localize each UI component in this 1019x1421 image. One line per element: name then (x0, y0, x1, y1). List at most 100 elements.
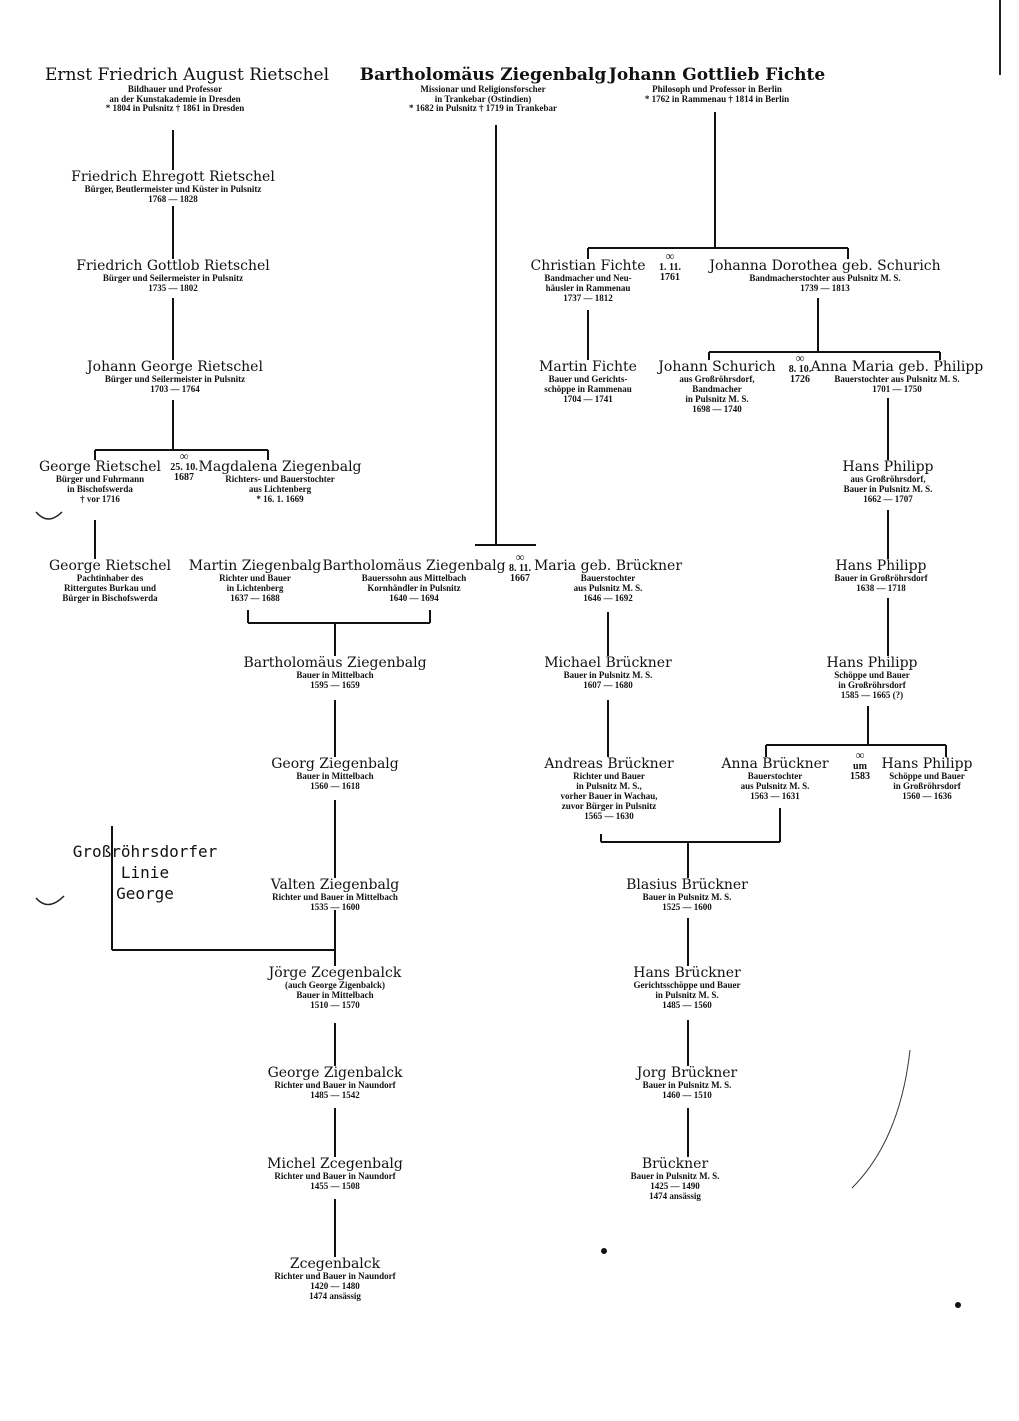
person-detail: 1638 — 1718 (856, 583, 906, 594)
marriage-date: 25. 10. (170, 461, 198, 473)
person-detail: Bauerstochter aus Pulsnitz M. S. (834, 374, 960, 385)
person-name: Johanna Dorothea geb. Schurich (709, 258, 941, 274)
person-detail: 1735 — 1802 (148, 283, 198, 294)
marriage-date: 1. 11. (659, 261, 681, 273)
marriage-symbol: ∞ (855, 748, 865, 762)
person-detail: 1563 — 1631 (750, 791, 800, 802)
person-detail: in Bischofswerda (67, 484, 133, 495)
person-detail: 1425 — 1490 (650, 1181, 700, 1192)
person-detail: zuvor Bürger in Pulsnitz (561, 801, 657, 812)
person-detail: 1607 — 1680 (583, 680, 633, 691)
person-detail: Richter und Bauer in Mittelbach (272, 892, 398, 903)
person-detail: Bauer in Mittelbach (296, 670, 374, 681)
person-detail: Bürger und Seilermeister in Pulsnitz (104, 374, 246, 385)
person-detail: 1595 — 1659 (310, 680, 360, 691)
person-detail: in Pulsnitz M. S. (685, 394, 749, 405)
person-detail: in Trankebar (Ostindien) (434, 93, 532, 104)
person-name: Michael Brückner (544, 655, 672, 671)
person-detail: Bauerstochter (747, 771, 803, 782)
person-detail: * 16. 1. 1669 (256, 494, 304, 505)
side-label-grossroehrsdorfer: Großröhrsdorfer Linie George (50, 842, 240, 904)
person-detail: 1662 — 1707 (863, 494, 913, 505)
marriage-date: 8. 11. (509, 562, 531, 574)
person-name: Christian Fichte (530, 258, 646, 274)
person-detail: Bürger, Beutlermeister und Küster in Pul… (84, 184, 262, 195)
side-label-line-3: George (116, 883, 174, 903)
person-detail: Bürger in Bischofswerda (62, 593, 158, 604)
person-name: Ernst Friedrich August Rietschel (45, 65, 330, 85)
person-detail: Bildhauer und Professor (127, 83, 223, 94)
marriage-date: 8. 10. (788, 363, 812, 375)
person-detail: in Großröhrsdorf (893, 781, 961, 792)
person-detail: * 1762 in Rammenau † 1814 in Berlin (644, 93, 790, 104)
person-detail: Bauer in Großröhrsdorf (834, 573, 928, 584)
person-detail: Bauer in Pulsnitz M. S. (642, 892, 732, 903)
person-detail: Bauerssohn aus Mittelbach (361, 573, 467, 584)
person-name: Bartholomäus Ziegenbalg (359, 65, 607, 85)
person-detail: 1535 — 1600 (310, 902, 360, 913)
person-detail: Schöppe und Bauer (834, 670, 910, 681)
marriage-date: 1583 (850, 771, 870, 783)
person-detail: Rittergutes Burkau und (63, 583, 156, 594)
marriage-m-ziegenbalg: ∞8. 11.1667 (500, 551, 540, 585)
person-name: George Rietschel (48, 558, 172, 574)
person-detail: aus Pulsnitz M. S. (740, 781, 810, 792)
person-detail: Schöppe und Bauer (889, 771, 965, 782)
person-detail: in Pulsnitz M. S. (655, 990, 719, 1001)
person-detail: Bauer in Mittelbach (296, 990, 374, 1001)
person-name: Johann George Rietschel (87, 359, 263, 375)
person-detail: 1474 ansässig (309, 1291, 361, 1302)
person-name: Bartholomäus Ziegenbalg (243, 655, 427, 671)
person-name: Hans Philipp (842, 459, 934, 475)
marriage-m-rietschel: ∞25. 10.1687 (164, 450, 204, 484)
person-detail: Bauer in Mittelbach (296, 771, 374, 782)
person-name: Valten Ziegenbalg (270, 877, 400, 893)
person-name: Maria geb. Brückner (533, 558, 683, 574)
person-name: Hans Philipp (835, 558, 927, 574)
person-detail: häusler in Rammenau (545, 283, 631, 294)
person-detail: 1485 — 1542 (310, 1090, 360, 1101)
person-detail: Bandmacher (692, 384, 742, 395)
person-jorge-z: Jörge Zcegenbalck(auch George Zigenbalck… (205, 965, 465, 1011)
person-detail: Bauer in Pulsnitz M. S. (642, 1080, 732, 1091)
person-detail: 1768 — 1828 (148, 194, 198, 205)
person-name: Blasius Brückner (626, 877, 748, 893)
person-detail: Richter und Bauer (219, 573, 291, 584)
marriage-symbol: ∞ (795, 351, 805, 365)
person-detail: Bürger und Fuhrmann (55, 474, 145, 485)
person-detail: 1646 — 1692 (583, 593, 633, 604)
person-name: Martin Fichte (539, 359, 637, 375)
marriage-date: um (853, 760, 867, 772)
person-detail: 1565 — 1630 (584, 810, 634, 821)
person-detail: aus Lichtenberg (248, 484, 312, 495)
person-name: Hans Philipp (881, 756, 973, 772)
person-detail: Bauerstochter (580, 573, 636, 584)
person-detail: Richter und Bauer in Naundorf (274, 1080, 396, 1091)
marriage-symbol: ∞ (665, 249, 675, 263)
